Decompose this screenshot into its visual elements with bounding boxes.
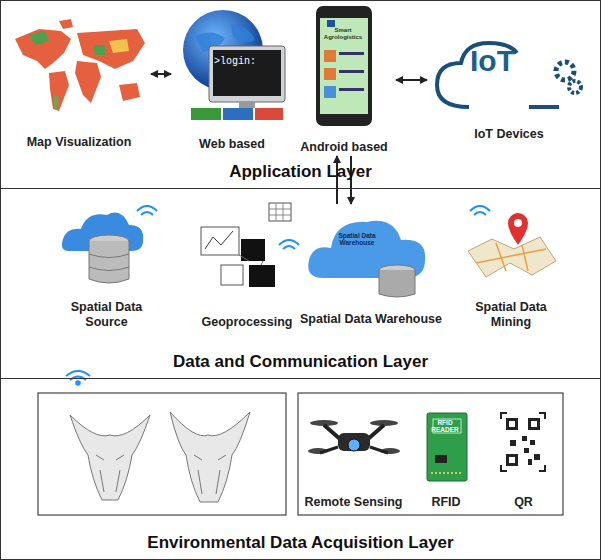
layer-title: Environmental Data Acquisition Layer: [147, 533, 453, 553]
icon-node: Remote Sensing: [304, 399, 403, 509]
animal-heads: [70, 412, 250, 502]
rfid-board: [411, 399, 481, 489]
node-caption: Spatial Data Source: [57, 300, 156, 329]
node-caption: QR: [514, 495, 533, 509]
node-caption: Spatial Data Mining: [454, 300, 568, 329]
node-caption: IoT Devices: [474, 127, 543, 141]
node-caption: Spatial Data Warehouse: [300, 312, 442, 326]
icon-node: Map Visualization: [9, 11, 149, 149]
icon-node: Spatial Data Warehouse: [299, 206, 443, 326]
node-caption: Geoprocessing: [202, 315, 293, 329]
node-caption: Remote Sensing: [305, 495, 403, 509]
connector-arrow: [396, 79, 427, 81]
icon-node: Geoprocessing: [191, 199, 303, 329]
node-caption: Map Visualization: [27, 135, 132, 149]
icon-label: >login:: [214, 56, 278, 67]
warehouse-cloud: [301, 206, 441, 302]
layer-band: Environmental Data Acquisition Layer Remo…: [0, 378, 601, 560]
connector-arrow: [151, 73, 171, 75]
frame: [298, 393, 563, 515]
icon-label: RFID READER: [427, 419, 463, 433]
data-mining-map: [456, 201, 566, 291]
frame: [38, 393, 286, 515]
phone-icon: [294, 6, 394, 130]
node-caption: RFID: [431, 495, 460, 509]
icon-node: Spatial Data Mining: [454, 201, 568, 329]
icon-label: Spatial Data Warehouse: [334, 232, 380, 246]
icon-node: QR: [491, 399, 556, 509]
icon-node: RFID: [411, 399, 481, 509]
icon-label: Smart Agrologistics: [320, 27, 366, 40]
node-caption: Web based: [199, 137, 265, 151]
layer-title: Application Layer: [229, 162, 372, 182]
world-map: [9, 11, 149, 129]
layer-band: Application Layer Map Visualization Web ba…: [0, 0, 601, 189]
data-source-icon: [59, 201, 154, 291]
drone-icon: [306, 399, 401, 479]
layer-title: Data and Communication Layer: [173, 352, 428, 372]
icon-node: Web based: [173, 6, 291, 151]
icon-node: Spatial Data Source: [57, 201, 156, 329]
node-caption: Android based: [300, 140, 388, 154]
qr-code: [491, 399, 556, 489]
icon-label: IoT: [470, 44, 530, 78]
layer-band: Data and Communication Layer Spatial Data…: [0, 188, 601, 379]
geoprocessing-icon: [191, 199, 303, 295]
